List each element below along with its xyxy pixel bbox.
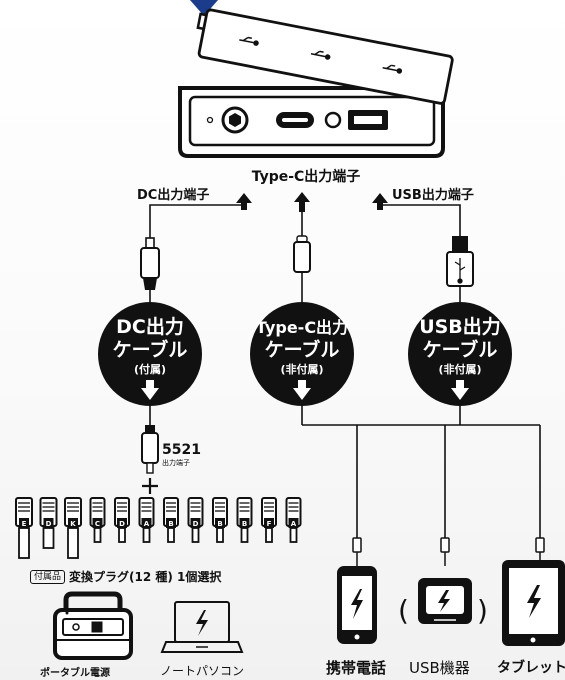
adapter-letter: B [217, 520, 222, 528]
laptop-label: ノートパソコン [160, 664, 245, 678]
svg-text:(: ( [398, 594, 409, 627]
included-tag: 付属品 [30, 570, 66, 584]
tablet-icon [502, 560, 565, 646]
device-cables [301, 398, 541, 538]
smartphone-icon [337, 566, 377, 644]
type-c-port-label: Type-C出力端子 [251, 169, 361, 185]
dc-cable-note: (付属) [133, 363, 167, 376]
adapter-plug: A [138, 497, 155, 543]
down-arrow-icon [293, 380, 311, 400]
power-bank-panel [178, 86, 445, 158]
power-bank-lid [196, 8, 454, 105]
adapter-caption: 付属品変換プラグ(12 種) 1個選択 [30, 568, 221, 585]
adapter-letter: D [193, 520, 199, 528]
type-c-cable-subtitle: ケーブル [264, 339, 340, 361]
plug-size-sublabel: 出力端子 [162, 459, 190, 467]
portable-power-label: ポータブル電源 [40, 668, 110, 679]
adapter-plug: B [212, 497, 228, 543]
adapter-plug: A [285, 497, 302, 543]
adapter-letter: A [291, 520, 297, 528]
adapter-plug: E [15, 497, 33, 559]
type-c-cable-title: Type-C出力 [255, 318, 349, 337]
adapter-letter: K [70, 520, 76, 528]
usb-cable-note: (非付属) [438, 363, 482, 376]
usb-cable-label: USB出力 ケーブル (非付属) [408, 302, 512, 406]
adapter-letter: B [242, 520, 247, 528]
down-arrow-icon [141, 380, 159, 400]
dc-cable-subtitle: ケーブル [112, 339, 188, 361]
type-c-plug-icon [293, 235, 311, 310]
adapter-plug: K [64, 497, 82, 559]
adapter-plug: D [187, 497, 204, 543]
adapter-plug: D [114, 497, 130, 543]
usb-plug-icon [446, 236, 474, 310]
adapter-letter: F [267, 520, 272, 528]
laptop-icon [160, 601, 244, 653]
dc-port-label: DC出力端子 [137, 188, 210, 203]
usb-device-icon: ( ) [398, 578, 488, 627]
adapter-letter: D [46, 520, 52, 528]
adapter-plug: C [89, 497, 106, 543]
adapter-caption-text: 変換プラグ(12 種) 1個選択 [69, 570, 222, 584]
adapter-letter: D [119, 520, 125, 528]
smartphone-label: 携帯電話 [326, 659, 387, 677]
usb-port-label: USB出力端子 [392, 188, 474, 203]
dc-plug-icon [140, 237, 160, 310]
adapter-plug: B [163, 497, 179, 543]
svg-text:): ) [477, 594, 488, 627]
usb-cable-subtitle: ケーブル [422, 339, 498, 361]
dc-cable-title: DC出力 [116, 316, 184, 338]
usb-device-label: USB機器 [409, 659, 470, 677]
blue-arrow-icon [190, 0, 218, 16]
type-c-cable-note: (非付属) [280, 363, 324, 376]
usb-symbol-icon [239, 36, 403, 74]
dc-5521-plug-icon [141, 398, 159, 494]
adapter-letter: E [22, 520, 27, 528]
adapter-letter: A [144, 520, 150, 528]
portable-power-station-icon [53, 591, 133, 660]
adapter-plug: F [261, 497, 277, 543]
dc-cable-label: DC出力 ケーブル (付属) [98, 302, 202, 406]
up-arrow-icons [236, 192, 388, 212]
adapter-letter: B [168, 520, 173, 528]
down-arrow-icon [451, 380, 469, 400]
usb-cable-title: USB出力 [419, 316, 501, 338]
type-c-cable-label: Type-C出力 ケーブル (非付属) [250, 302, 354, 406]
adapter-letter: C [95, 520, 100, 528]
adapter-plug: D [39, 497, 58, 549]
plug-size-label: 5521 [162, 442, 201, 458]
adapter-plug: B [236, 497, 253, 543]
tablet-label: タブレット [497, 660, 565, 676]
